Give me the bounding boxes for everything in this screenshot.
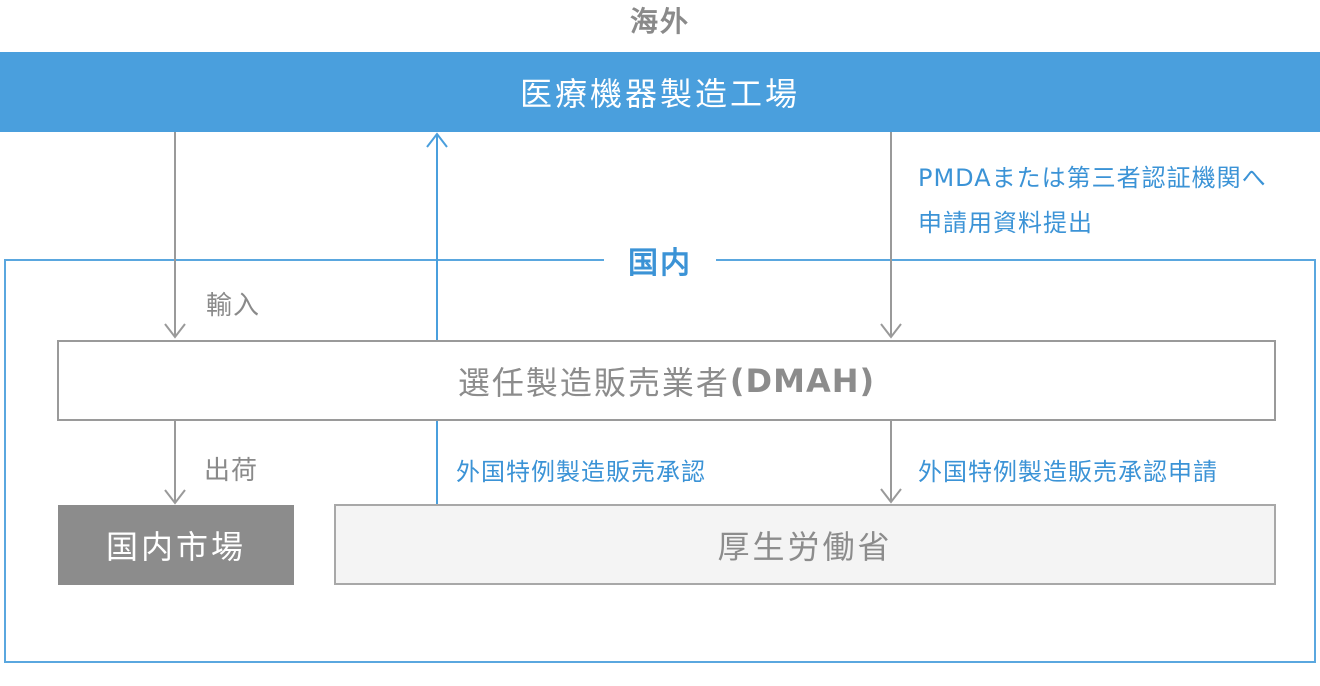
domestic-label: 国内 bbox=[604, 238, 716, 282]
dmah-label: 選任製造販売業者 bbox=[457, 363, 730, 402]
dmah-box: 選任製造販売業者 (DMAH) bbox=[57, 340, 1276, 421]
domestic-market-label: 国内市場 bbox=[105, 528, 246, 566]
dmah-abbreviation: (DMAH) bbox=[729, 361, 876, 400]
approval-label: 外国特例製造販売承認 bbox=[456, 458, 706, 486]
domestic-market-box: 国内市場 bbox=[58, 505, 294, 585]
approval-application-label: 外国特例製造販売承認申請 bbox=[918, 458, 1218, 486]
mhlw-label: 厚生労働省 bbox=[717, 527, 893, 566]
pmda-label-line2: 申請用資料提出 bbox=[918, 209, 1093, 237]
pmda-arrow bbox=[880, 132, 902, 339]
pmda-label-line1: PMDAまたは第三者認証機関へ bbox=[918, 164, 1267, 192]
mhlw-box: 厚生労働省 bbox=[334, 504, 1276, 585]
import-arrow bbox=[164, 132, 186, 339]
overseas-label: 海外 bbox=[629, 5, 690, 38]
import-label: 輸入 bbox=[206, 291, 261, 321]
factory-label: 医療機器製造工場 bbox=[519, 75, 800, 113]
ship-label: 出荷 bbox=[204, 456, 259, 486]
ship-arrow bbox=[164, 421, 186, 505]
submission-arrow bbox=[426, 132, 448, 340]
application-arrow bbox=[880, 421, 902, 504]
factory-box: 医療機器製造工場 bbox=[0, 52, 1320, 132]
